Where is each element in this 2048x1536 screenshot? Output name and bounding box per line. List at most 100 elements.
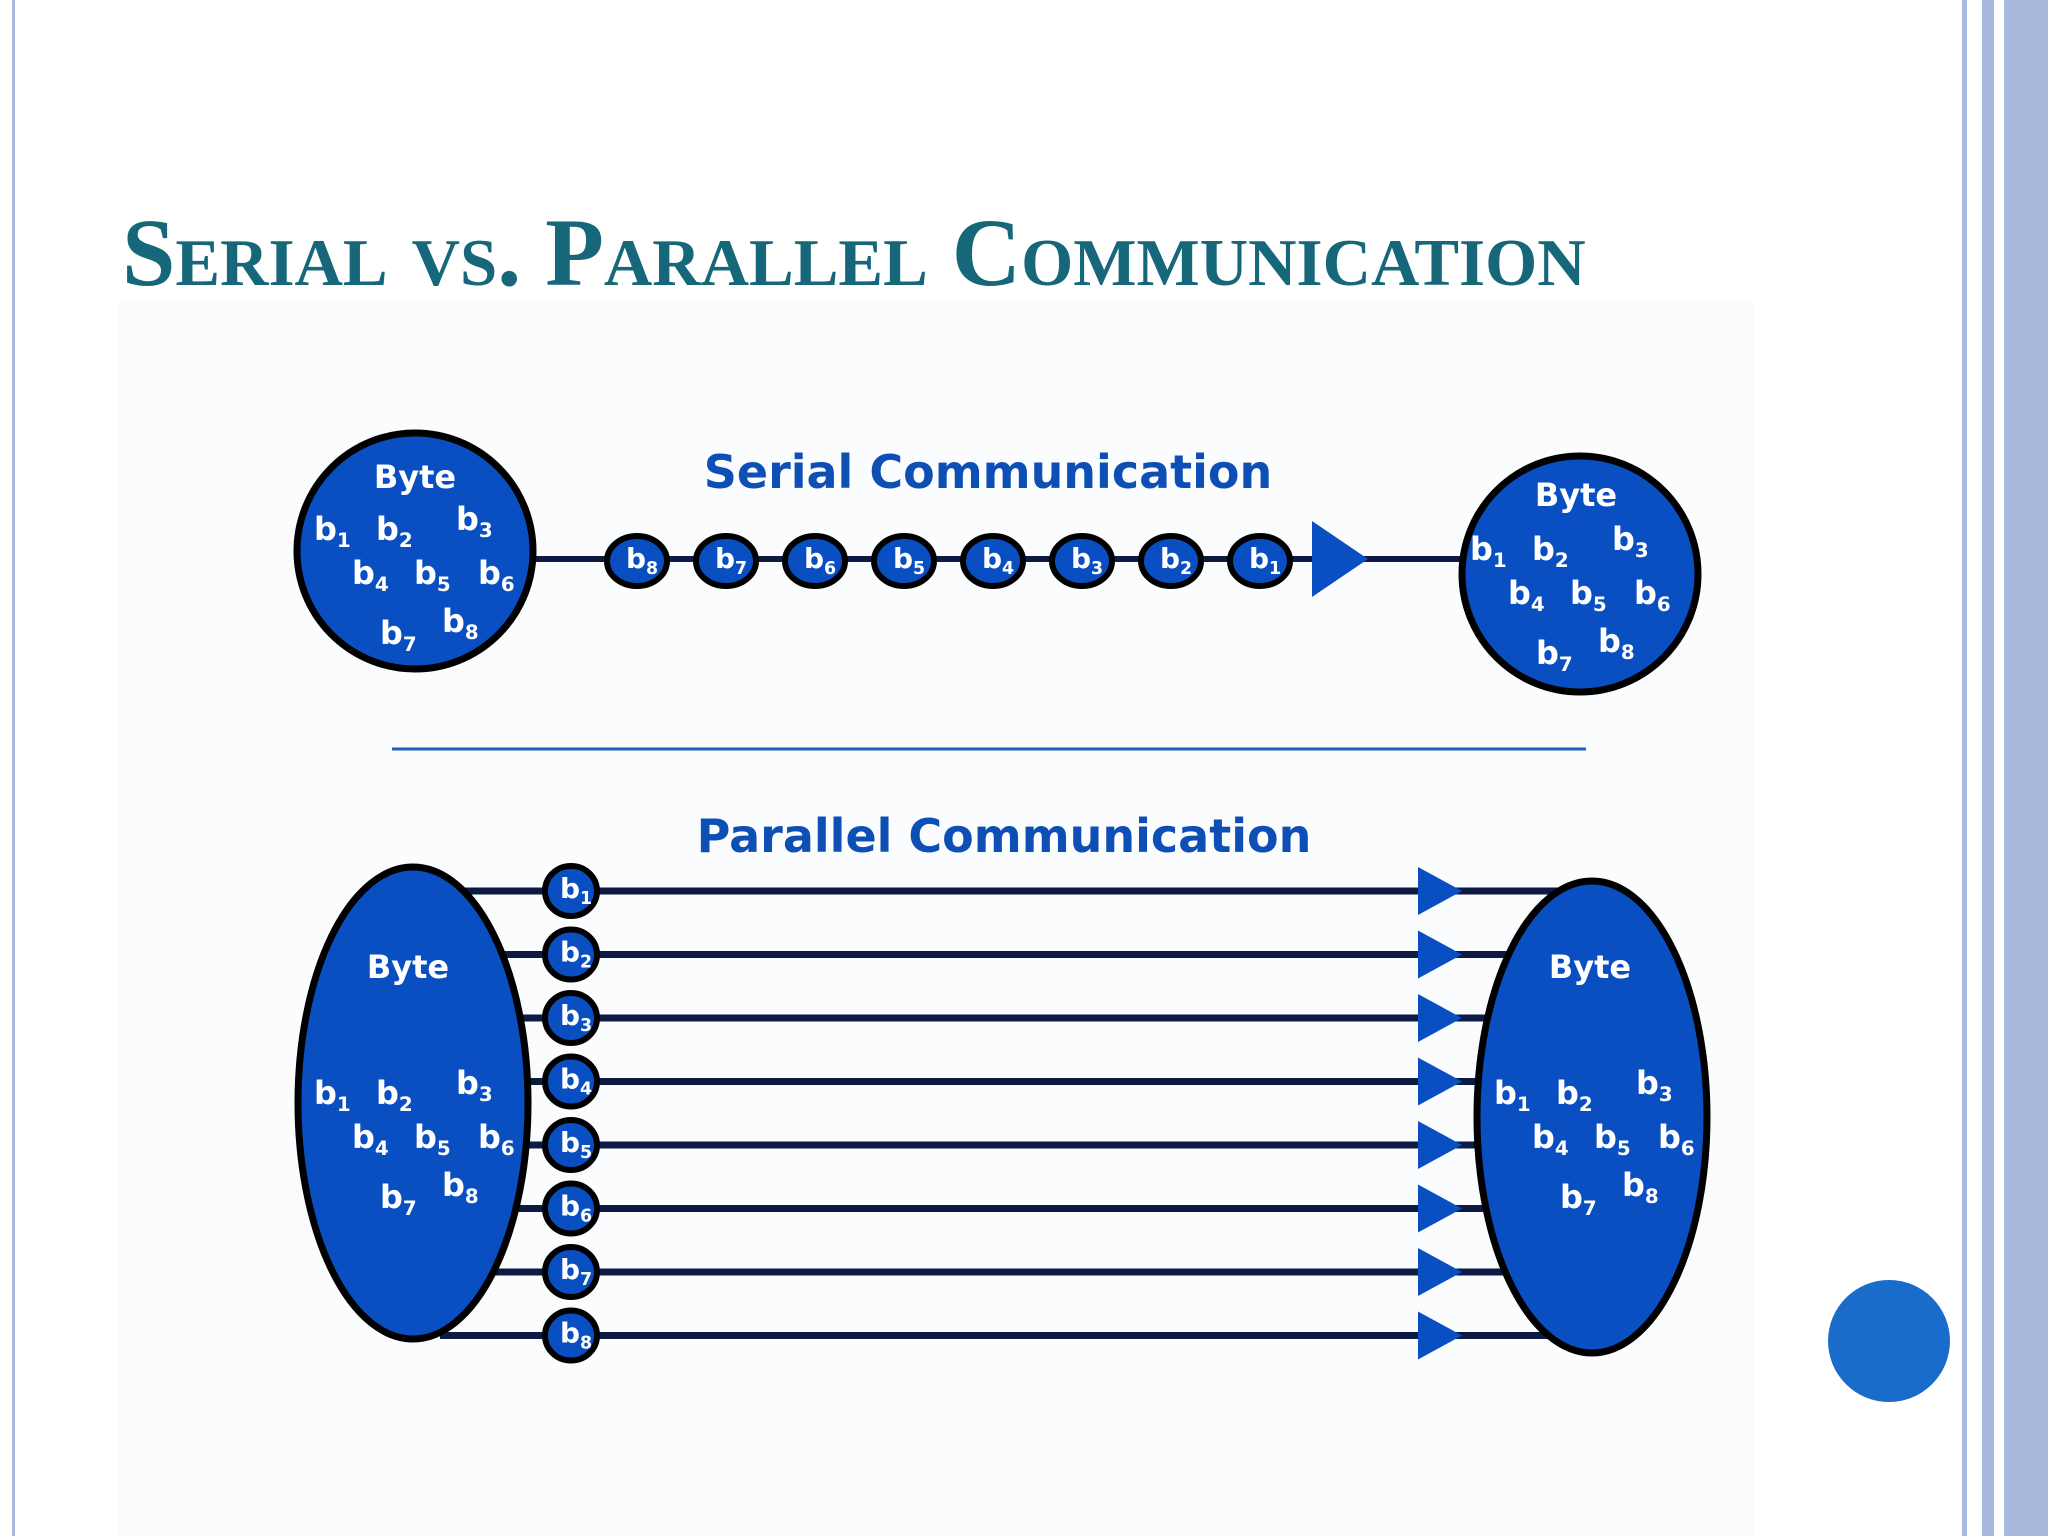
serial-stream-bit-3: b6 <box>782 533 848 589</box>
parallel-receiver-bit-3: b3 <box>1636 1064 1673 1106</box>
parallel-line-bit-3-label: b3 <box>560 999 592 1036</box>
parallel-receiver-bit-4: b4 <box>1532 1118 1569 1160</box>
parallel-sender-bit-6: b6 <box>478 1118 515 1160</box>
parallel-line-bit-2-label: b2 <box>560 936 592 973</box>
serial-receiver-label: Byte <box>1535 476 1617 514</box>
parallel-heading: Parallel Communication <box>697 809 1312 863</box>
serial-sender-byte: Byte <box>293 429 537 673</box>
parallel-sender-bit-7: b7 <box>380 1178 417 1220</box>
serial-sender-node <box>293 429 537 673</box>
parallel-receiver-bit-1: b1 <box>1494 1074 1531 1116</box>
serial-sender-label: Byte <box>374 458 456 496</box>
parallel-sender-label: Byte <box>367 948 449 986</box>
slide-right-border-outer <box>1962 0 1967 1536</box>
serial-stream-bit-6-node <box>1049 533 1115 589</box>
parallel-arrow-3 <box>1418 994 1462 1042</box>
serial-stream-bit-8-node <box>1227 533 1293 589</box>
parallel-line-5: b5 <box>440 1117 1560 1173</box>
parallel-sender-byte: Byte <box>294 863 532 1343</box>
parallel-arrow-5 <box>1418 1121 1462 1169</box>
parallel-sender-bit-4: b4 <box>352 1118 389 1160</box>
parallel-line-bit-1: b1 <box>542 863 600 919</box>
serial-stream-bit-5-label: b4 <box>982 542 1014 579</box>
parallel-line-bit-3-node <box>542 990 600 1046</box>
serial-sender-bit-5: b5 <box>414 554 451 596</box>
serial-stream-bit-7-label: b2 <box>1160 542 1192 579</box>
parallel-line-bit-8-node <box>542 1307 600 1364</box>
serial-sender-bit-1: b1 <box>314 510 351 552</box>
parallel-line-6: b6 <box>440 1180 1560 1237</box>
serial-stream-bit-8-label: b1 <box>1249 542 1281 579</box>
serial-receiver-bit-7: b7 <box>1536 634 1573 676</box>
parallel-receiver-bit-6: b6 <box>1658 1118 1695 1160</box>
serial-stream-bit-3-label: b6 <box>804 542 836 579</box>
serial-receiver-bit-2: b2 <box>1532 530 1569 572</box>
slide-title: Serial vs. Parallel Communication <box>122 199 1586 306</box>
serial-stream-bit-6: b3 <box>1049 533 1115 589</box>
parallel-arrow-7 <box>1418 1248 1462 1296</box>
serial-stream-bit-7-node <box>1138 533 1204 589</box>
parallel-line-bit-6-node <box>542 1180 600 1237</box>
serial-stream-bit-2: b7 <box>693 533 759 589</box>
serial-stream-bit-5: b4 <box>960 533 1026 589</box>
serial-sender-bit-7: b7 <box>380 614 417 656</box>
serial-receiver-bit-4: b4 <box>1508 574 1545 616</box>
parallel-line-bit-2: b2 <box>542 926 600 983</box>
slide-right-border-middle <box>1982 0 1994 1536</box>
serial-stream-bit-4-node <box>871 533 937 589</box>
slide-accent-dot <box>1828 1280 1950 1402</box>
serial-receiver-bit-6: b6 <box>1634 574 1671 616</box>
parallel-line-bit-6-label: b6 <box>560 1190 592 1227</box>
serial-receiver-bit-8: b8 <box>1598 622 1635 664</box>
parallel-line-3: b3 <box>440 990 1560 1046</box>
parallel-sender-bit-2: b2 <box>376 1074 413 1116</box>
parallel-line-4: b4 <box>440 1053 1560 1110</box>
serial-stream-bit-7: b2 <box>1138 533 1204 589</box>
parallel-sender-bit-5: b5 <box>414 1118 451 1160</box>
parallel-arrow-8 <box>1418 1311 1462 1360</box>
parallel-line-2: b2 <box>440 926 1560 983</box>
parallel-line-bit-4-node <box>542 1053 600 1110</box>
serial-sender-bit-4: b4 <box>352 554 389 596</box>
serial-sender-bit-3: b3 <box>456 500 493 542</box>
parallel-receiver-bit-8: b8 <box>1622 1166 1659 1208</box>
parallel-line-8: b8 <box>440 1307 1560 1364</box>
parallel-receiver-byte: Byte <box>1473 877 1711 1357</box>
serial-stream-bit-1-label: b8 <box>626 542 658 579</box>
parallel-line-bit-8: b8 <box>542 1307 600 1364</box>
serial-receiver-node <box>1458 452 1702 696</box>
parallel-arrow-6 <box>1418 1184 1462 1233</box>
parallel-receiver-bit-7: b7 <box>1560 1178 1597 1220</box>
serial-receiver-bit-5: b5 <box>1570 574 1607 616</box>
serial-receiver-bit-3: b3 <box>1612 520 1649 562</box>
parallel-arrow-2 <box>1418 930 1462 979</box>
parallel-line-bit-5-label: b5 <box>560 1126 592 1163</box>
serial-stream-bit-1: b8 <box>604 533 670 589</box>
parallel-arrow-4 <box>1418 1057 1462 1106</box>
serial-stream-bit-5-node <box>960 533 1026 589</box>
serial-receiver-byte: Byte <box>1458 452 1702 696</box>
serial-stream-bit-2-label: b7 <box>715 542 747 579</box>
parallel-sender-bit-1: b1 <box>314 1074 351 1116</box>
parallel-line-bit-7-label: b7 <box>560 1253 592 1290</box>
serial-stream-bit-1-node <box>604 533 670 589</box>
serial-stream-bit-6-label: b3 <box>1071 542 1103 579</box>
parallel-line-bit-3: b3 <box>542 990 600 1046</box>
parallel-line-bit-2-node <box>542 926 600 983</box>
serial-bit-stream: b8 b7 b6 b5 b4 b3 b2 b1 <box>604 533 1293 589</box>
parallel-line-bit-1-label: b1 <box>560 872 592 909</box>
parallel-line-bit-7-node <box>542 1244 600 1300</box>
slide-right-border-inner <box>2004 0 2048 1536</box>
serial-stream-bit-4: b5 <box>871 533 937 589</box>
serial-sender-bit-8: b8 <box>442 602 479 644</box>
parallel-line-bit-4: b4 <box>542 1053 600 1110</box>
parallel-sender-node <box>294 863 532 1343</box>
parallel-receiver-label: Byte <box>1549 948 1631 986</box>
parallel-sender-bit-8: b8 <box>442 1166 479 1208</box>
parallel-section: Parallel Communication b1b2b3b4b5b6b7b8 … <box>294 809 1711 1364</box>
